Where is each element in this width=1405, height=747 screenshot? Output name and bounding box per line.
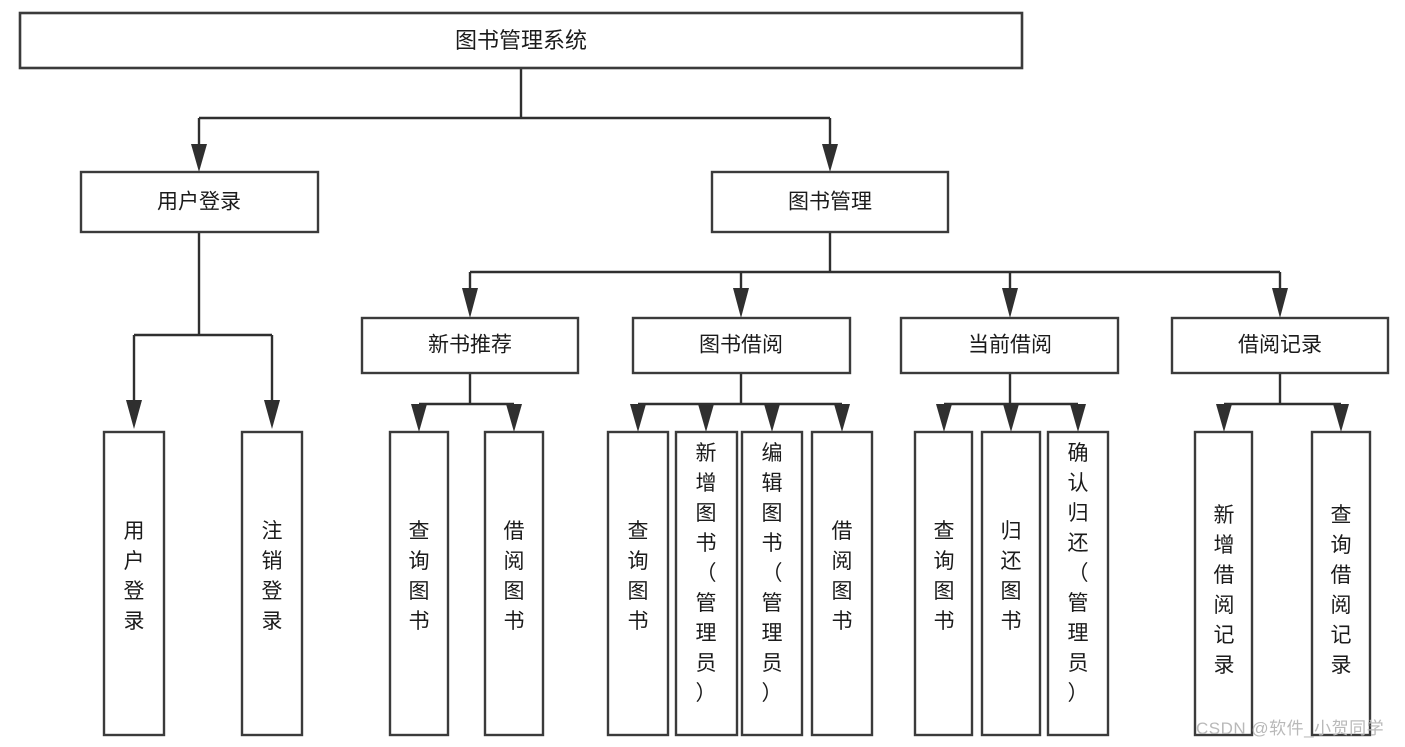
arrow-head-leaf-query-record [1333,404,1349,432]
node-leaf-logout-login-box[interactable] [240,430,304,737]
node-book-borrow-box[interactable] [631,316,852,375]
node-leaf-edit-book-label: 编辑图书（管理员） [762,442,783,705]
arrow-head-leaf-query-book-3 [936,404,952,432]
node-leaf-return-book-label: 归还图书 [1001,520,1022,633]
node-leaf-add-book[interactable]: 新增图书（管理员） [674,430,739,737]
node-new-book-recommend-box[interactable] [360,316,580,375]
node-leaf-logout-login[interactable]: 注销登录 [240,430,304,737]
connector-group-borrow-record [1216,373,1349,432]
node-leaf-add-record-box[interactable] [1193,430,1254,737]
csdn-watermark: CSDN @软件_小贺同学 [1196,719,1385,738]
node-leaf-query-book-3-label: 查询图书 [934,520,955,633]
arrow-head-leaf-borrow-book-2 [834,404,850,432]
connector-group-new-book-recommend [411,373,522,432]
node-leaf-borrow-book-1[interactable]: 借阅图书 [483,430,545,737]
connector-group-user-login [126,232,280,429]
arrow-head-new-book-recommend [462,288,478,318]
node-leaf-edit-book[interactable]: 编辑图书（管理员） [740,430,804,737]
arrow-head-leaf-add-book [698,404,714,432]
arrow-head-borrow-record [1272,288,1288,318]
node-leaf-add-book-label: 新增图书（管理员） [696,442,717,705]
node-user-login[interactable]: 用户登录 [79,170,320,234]
node-leaf-borrow-book-2-box[interactable] [810,430,874,737]
node-leaf-confirm-return[interactable]: 确认归还（管理员） [1046,430,1110,737]
arrow-head-leaf-query-book-2 [630,404,646,432]
node-root[interactable]: 图书管理系统 [18,11,1024,70]
node-leaf-query-book-3[interactable]: 查询图书 [913,430,974,737]
arrow-head-leaf-edit-book [764,404,780,432]
node-borrow-record-box[interactable] [1170,316,1390,375]
node-current-borrow[interactable]: 当前借阅 [899,316,1120,375]
node-leaf-query-record-box[interactable] [1310,430,1372,737]
node-root-box[interactable] [18,11,1024,70]
node-book-management-box[interactable] [710,170,950,234]
node-root-label: 图书管理系统 [455,28,587,53]
node-leaf-add-record[interactable]: 新增借阅记录 [1193,430,1254,737]
arrow-head-book-management [822,144,838,172]
node-leaf-add-record-label: 新增借阅记录 [1214,504,1235,677]
node-leaf-confirm-return-label: 确认归还（管理员） [1068,442,1089,705]
node-new-book-recommend[interactable]: 新书推荐 [360,316,580,375]
node-book-borrow-label: 图书借阅 [699,334,783,357]
node-leaf-query-record-label: 查询借阅记录 [1331,504,1352,677]
node-leaf-return-book-box[interactable] [980,430,1042,737]
node-leaf-confirm-return-box[interactable] [1046,430,1110,737]
node-leaf-borrow-book-2-label: 借阅图书 [832,520,853,633]
node-book-management-label: 图书管理 [788,191,872,214]
node-leaf-edit-book-box[interactable] [740,430,804,737]
node-leaf-return-book[interactable]: 归还图书 [980,430,1042,737]
arrow-head-leaf-logout-login [264,400,280,429]
node-leaf-user-login-label: 用户登录 [124,520,145,633]
arrow-head-leaf-user-login [126,400,142,429]
arrow-head-leaf-borrow-book-1 [506,404,522,432]
connector-group-book-management [462,232,1288,318]
node-leaf-borrow-book-1-label: 借阅图书 [504,520,525,633]
arrow-head-user-login [191,144,207,172]
arrow-head-book-borrow [733,288,749,318]
node-leaf-query-book-2-box[interactable] [606,430,670,737]
node-leaf-user-login[interactable]: 用户登录 [102,430,166,737]
node-leaf-borrow-book-2[interactable]: 借阅图书 [810,430,874,737]
node-leaf-query-book-1-box[interactable] [388,430,450,737]
node-leaf-query-record[interactable]: 查询借阅记录 [1310,430,1372,737]
arrow-head-leaf-add-record [1216,404,1232,432]
node-leaf-logout-login-label: 注销登录 [262,520,283,633]
arrow-head-leaf-confirm-return [1070,404,1086,432]
node-current-borrow-box[interactable] [899,316,1120,375]
node-book-borrow[interactable]: 图书借阅 [631,316,852,375]
connector-group-current-borrow [936,373,1086,432]
arrow-head-current-borrow [1002,288,1018,318]
node-book-management[interactable]: 图书管理 [710,170,950,234]
node-leaf-user-login-box[interactable] [102,430,166,737]
node-current-borrow-label: 当前借阅 [968,334,1052,357]
node-leaf-query-book-2-label: 查询图书 [628,520,649,633]
node-user-login-box[interactable] [79,170,320,234]
node-leaf-query-book-1-label: 查询图书 [409,520,430,633]
node-leaf-query-book-1[interactable]: 查询图书 [388,430,450,737]
connector-group-root [191,68,838,172]
node-new-book-recommend-label: 新书推荐 [428,334,512,357]
arrow-head-leaf-return-book [1003,404,1019,432]
connector-group-book-borrow [630,373,850,432]
node-borrow-record-label: 借阅记录 [1238,334,1322,357]
node-leaf-query-book-3-box[interactable] [913,430,974,737]
node-borrow-record[interactable]: 借阅记录 [1170,316,1390,375]
node-leaf-query-book-2[interactable]: 查询图书 [606,430,670,737]
node-leaf-add-book-box[interactable] [674,430,739,737]
arrow-head-leaf-query-book-1 [411,404,427,432]
node-user-login-label: 用户登录 [157,191,241,214]
node-leaf-borrow-book-1-box[interactable] [483,430,545,737]
